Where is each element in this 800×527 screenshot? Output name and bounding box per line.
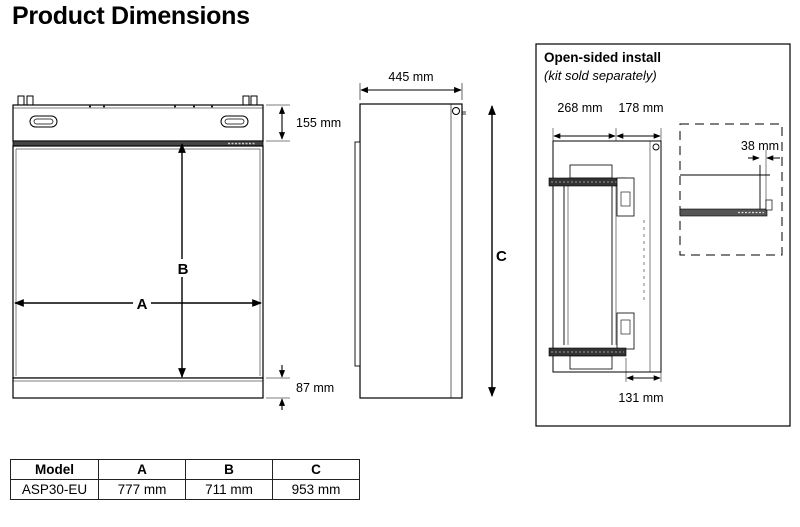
dimension-a: A [14,294,262,313]
top-height-label: 155 mm [296,116,341,130]
dim-38-label: 38 mm [741,139,779,153]
dimension-b: B [174,143,192,378]
front-view [12,95,264,399]
table-header-row: Model A B C [10,459,360,480]
open-sided-panel: Open-sided install (kit sold separately)… [535,43,791,427]
dimension-base-height: 87 mm [266,365,334,410]
dim-a-letter: A [137,296,148,313]
cell-c: 953 mm [272,479,360,500]
open-sided-subheading: (kit sold separately) [544,68,657,83]
dim-178-label: 178 mm [618,101,663,115]
base-height-label: 87 mm [296,381,334,395]
table-row: ASP30-EU 777 mm 711 mm 953 mm [10,479,360,500]
side-view [354,103,466,399]
cell-model: ASP30-EU [10,479,99,500]
dim-b-letter: B [178,261,189,278]
cell-a: 777 mm [98,479,186,500]
header-c: C [272,459,360,480]
dimension-depth: 445 mm [359,70,463,100]
spec-table: Model A B C ASP30-EU 777 mm 711 mm 953 m… [10,459,360,500]
dimension-c: C [488,105,507,397]
open-sided-heading: Open-sided install [544,50,661,65]
header-b: B [185,459,273,480]
header-a: A [98,459,186,480]
dim-c-letter: C [496,248,507,265]
cell-b: 711 mm [185,479,273,500]
header-model: Model [10,459,99,480]
depth-label: 445 mm [388,70,433,84]
dimension-top-height: 155 mm [266,104,341,142]
dim-268-label: 268 mm [557,101,602,115]
page-title: Product Dimensions [12,2,250,30]
dim-131-label: 131 mm [618,391,663,405]
